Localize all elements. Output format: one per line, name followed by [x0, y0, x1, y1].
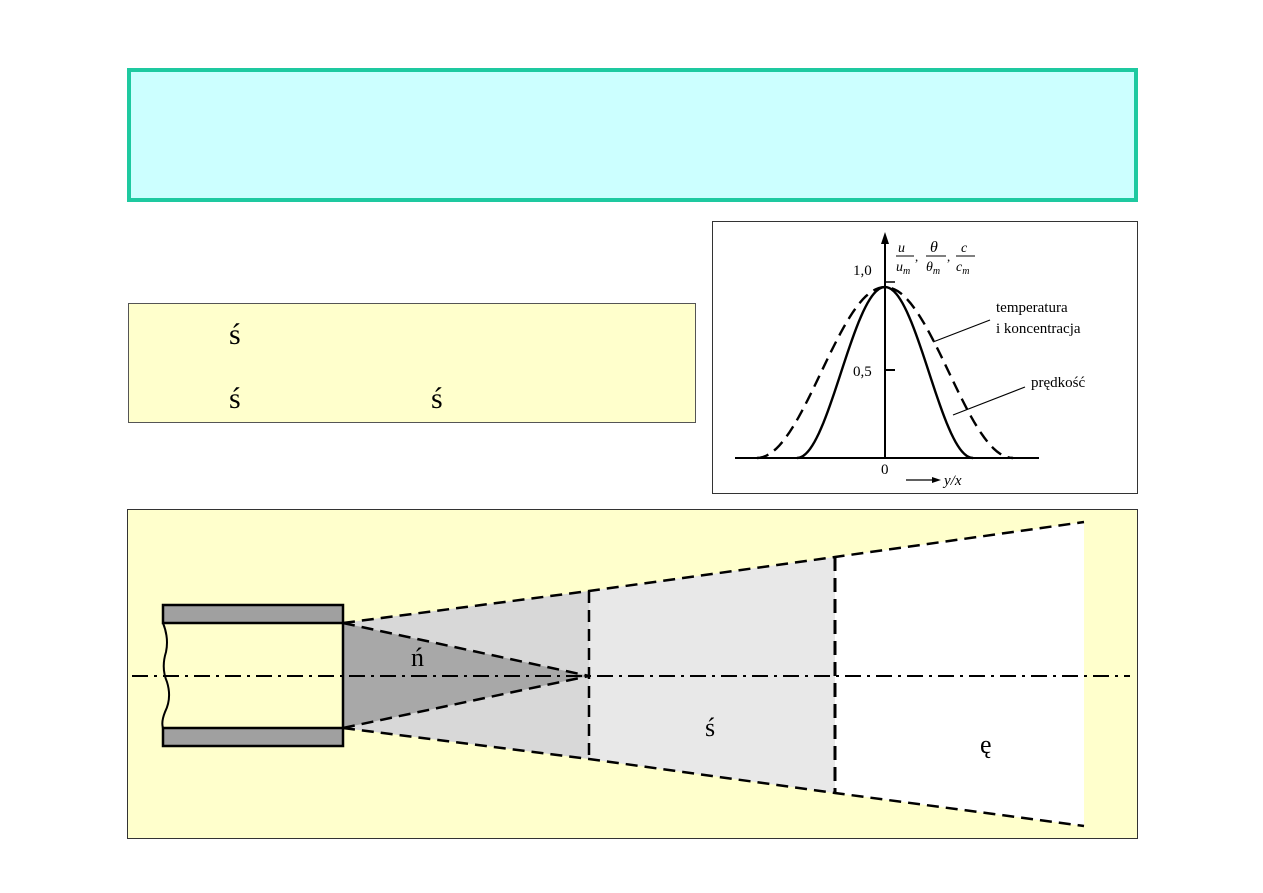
jet-diagram: ń ś ę: [127, 509, 1138, 839]
nozzle-upper-wall: [161, 603, 345, 625]
zone-label-transition: ś: [705, 713, 716, 742]
x-axis-label: y/x: [942, 473, 962, 489]
label-temperature: temperatura: [996, 300, 1068, 316]
velocity-curve: [796, 285, 974, 460]
nozzle-lower-wall: [161, 726, 345, 748]
velocity-leader-line: [952, 386, 1026, 416]
frac-theta-den: θm: [926, 260, 940, 277]
tick-label-0: 0: [881, 462, 889, 478]
nozzle-break-line: [161, 622, 171, 729]
frac-c-num: c: [961, 241, 968, 256]
y-axis-label: u um , θ θm , c cm: [896, 239, 975, 277]
svg-text:,: ,: [947, 249, 950, 264]
core-upper-boundary: [342, 621, 590, 678]
svg-text:,: ,: [915, 249, 918, 264]
info-glyph: ś: [431, 382, 443, 415]
tick-label-05: 0,5: [853, 364, 872, 380]
label-concentration: i koncentracja: [996, 321, 1081, 337]
main-zone: [835, 522, 1084, 826]
frac-u-den: um: [896, 260, 910, 277]
core-lower-boundary: [342, 674, 590, 730]
frac-c-den: cm: [956, 260, 969, 277]
temperature-curve: [756, 285, 1014, 460]
lower-jet-boundary: [342, 726, 1085, 828]
frac-theta-num: θ: [930, 239, 938, 256]
y-axis-arrow: [881, 232, 889, 244]
profile-diagram: 1,0 0,5 0 y/x u um , θ θm , c cm tempera…: [712, 221, 1138, 494]
zone-label-core: ń: [411, 643, 424, 672]
tick-label-1: 1,0: [853, 263, 872, 279]
title-banner: [127, 68, 1138, 202]
info-glyph: ś: [229, 318, 241, 351]
upper-jet-boundary: [342, 520, 1085, 625]
zone-label-main: ę: [980, 730, 992, 759]
profile-svg: 1,0 0,5 0 y/x u um , θ θm , c cm tempera…: [735, 232, 1085, 489]
info-glyph: ś: [229, 382, 241, 415]
x-direction-arrow: [932, 477, 941, 483]
label-velocity: prędkość: [1031, 375, 1085, 391]
jet-svg: [132, 520, 1130, 828]
info-box: ś ś ś: [128, 303, 696, 423]
temp-leader-line: [932, 319, 991, 343]
frac-u-num: u: [898, 241, 905, 256]
